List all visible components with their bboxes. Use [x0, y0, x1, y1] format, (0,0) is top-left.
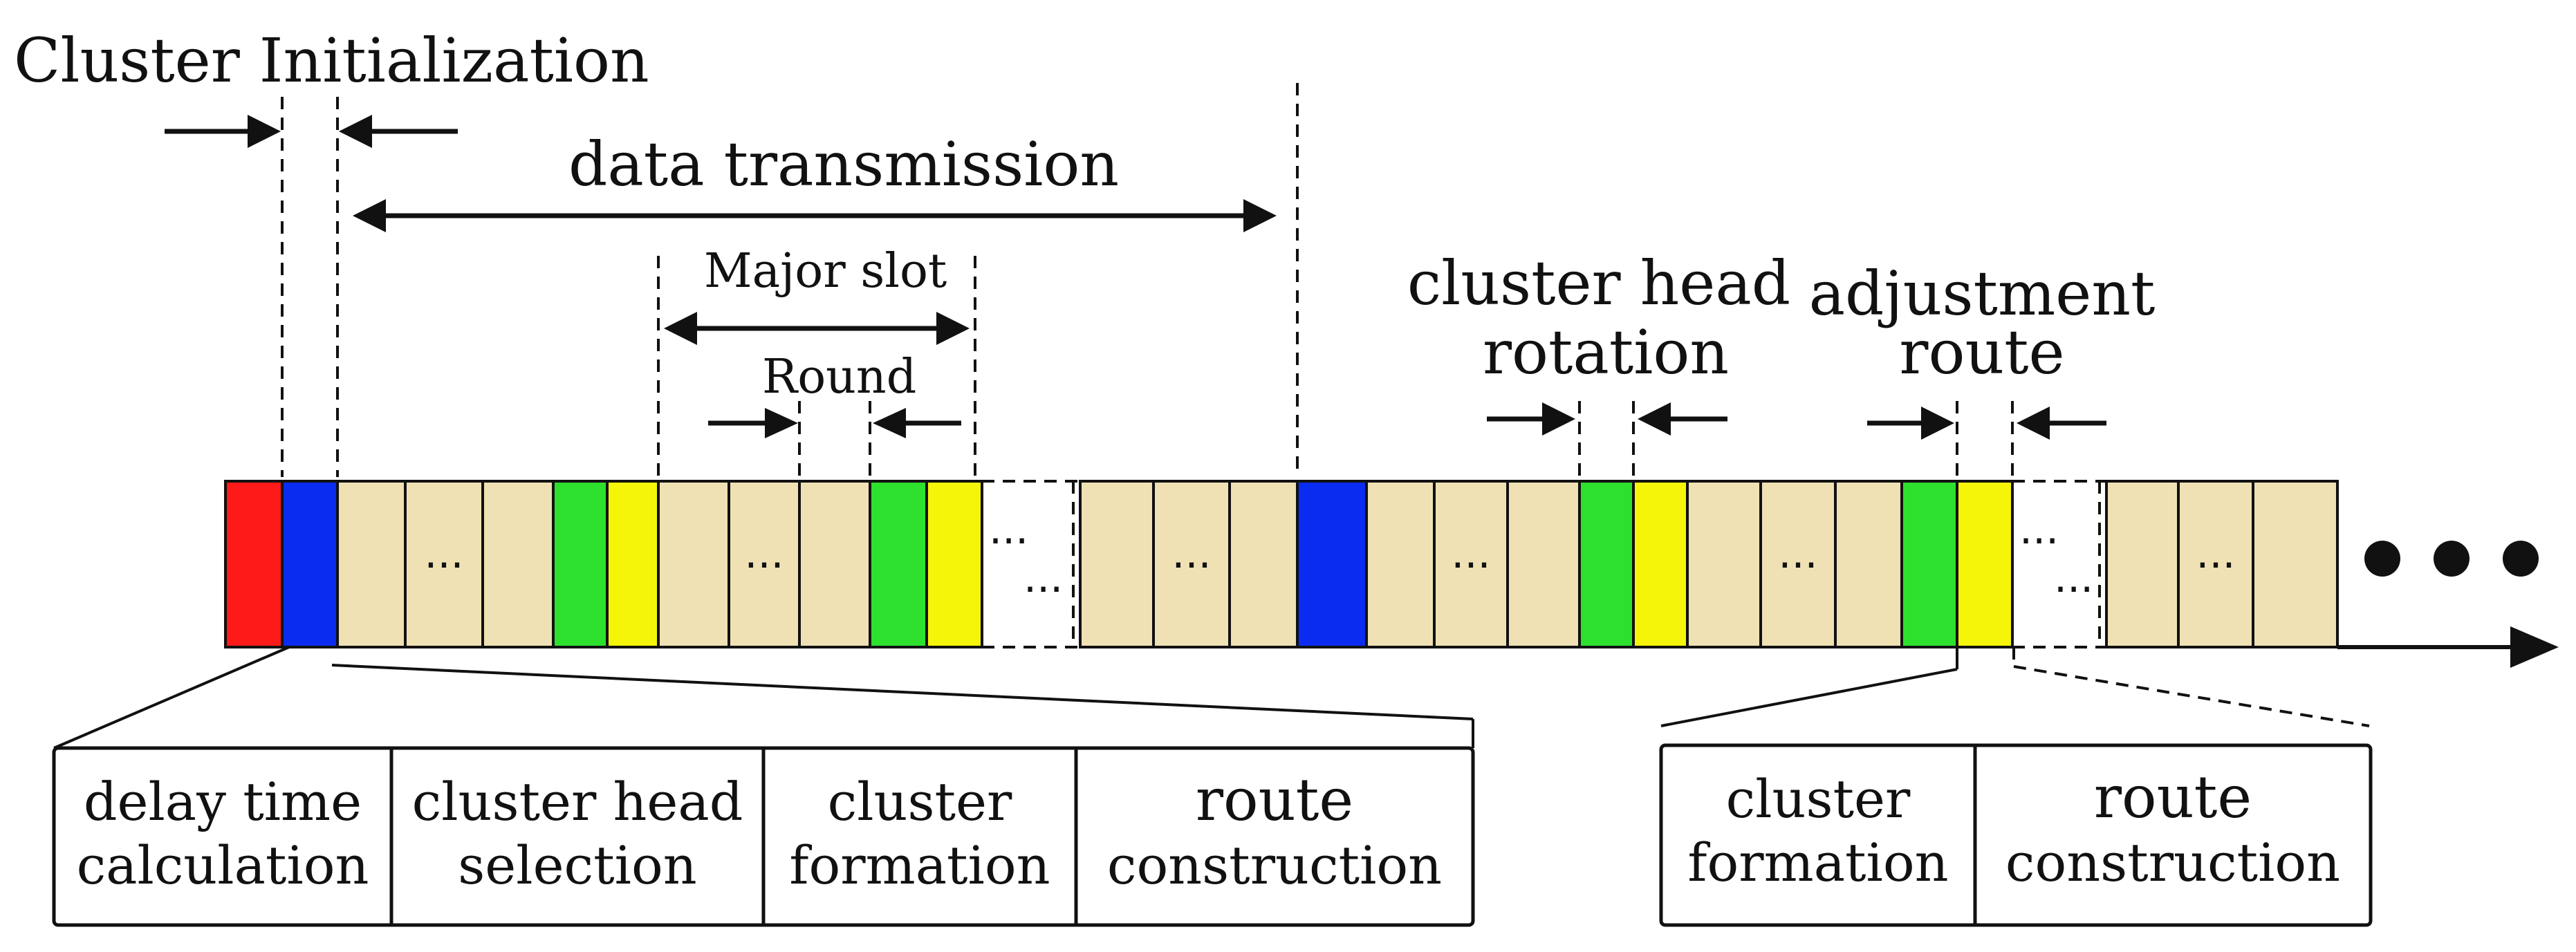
- timeline-slot-tan: [336, 480, 407, 648]
- cluster-init-right-arrow: [339, 115, 458, 148]
- cluster-head-rotation-label-2: rotation: [1483, 317, 1729, 388]
- cluster-head-rotation-label-1: cluster head: [1407, 248, 1790, 319]
- timeline-slot-tan: [1079, 480, 1155, 648]
- timeline-slot-tan: [481, 480, 555, 648]
- delay-time-calculation-cell-1: delay time: [84, 771, 362, 832]
- slot-ellipsis: ...: [424, 530, 463, 578]
- adjust-cluster-formation-cell-1: cluster: [1726, 768, 1911, 830]
- timeline-gap: ......: [2012, 480, 2106, 648]
- continuation-dots: [2364, 541, 2539, 577]
- zoom-line-left-a: [53, 646, 290, 749]
- adjustment-left-arrow: [1867, 407, 1954, 440]
- timeline-slot-green: [1578, 480, 1635, 648]
- round-right-arrow: [873, 408, 961, 438]
- timeline-slot-green: [869, 480, 928, 648]
- timeline-slot-blue: [1296, 480, 1368, 648]
- slot-ellipsis: ...: [2196, 530, 2235, 578]
- cluster-formation-cell-2: formation: [789, 834, 1050, 896]
- adjustment-route-label-1: adjustment: [1809, 258, 2156, 329]
- cluster-head-selection-cell-2: selection: [458, 834, 696, 896]
- slot-ellipsis: ...: [744, 530, 784, 578]
- timeline-slot-tan: [1834, 480, 1903, 648]
- timeline-slot-tan: [1759, 480, 1837, 648]
- zoom-line-left-b: [331, 664, 1474, 720]
- timeline-slot-tan: [1506, 480, 1581, 648]
- rotation-right-arrow: [1638, 402, 1727, 436]
- timeline-slot-blue: [281, 480, 339, 648]
- adjust-route-construction-cell-2: construction: [2005, 832, 2340, 893]
- major-slot-arrow: [664, 312, 970, 345]
- timeline-slot-tan: [2177, 480, 2254, 648]
- adjust-cluster-formation-cell-2: formation: [1687, 832, 1948, 893]
- timeline-slot-tan: [657, 480, 730, 648]
- route-construction-cell-1: route: [1196, 766, 1353, 834]
- slot-ellipsis: ...: [1451, 530, 1490, 578]
- slot-ellipsis: ...: [1171, 530, 1211, 578]
- timeline-slot-tan: [1152, 480, 1231, 648]
- gap-ellipsis-upper: ...: [2019, 505, 2059, 554]
- timeline-slot-tan: [798, 480, 871, 648]
- gap-ellipsis-lower: ...: [1023, 554, 1063, 602]
- gap-ellipsis-lower: ...: [2054, 554, 2093, 602]
- rotation-left-arrow: [1487, 402, 1575, 436]
- cluster-head-selection-cell-1: cluster head: [412, 771, 743, 832]
- timeline-slot-tan: [1365, 480, 1436, 648]
- timeline-bar: ..............................: [224, 480, 2339, 648]
- initialization-detail-table: delay time calculation cluster head sele…: [52, 746, 1475, 927]
- gap-ellipsis-upper: ...: [989, 505, 1028, 554]
- time-axis-arrow: [2337, 626, 2559, 668]
- data-transmission-label: data transmission: [568, 129, 1119, 200]
- data-transmission-arrow: [353, 199, 1277, 232]
- timeline-slot-yellow: [925, 480, 983, 648]
- timeline-slot-yellow: [1632, 480, 1689, 648]
- timeline-slot-tan: [1433, 480, 1509, 648]
- timeline-slot-tan: [1228, 480, 1299, 648]
- slot-ellipsis: ...: [1778, 530, 1817, 578]
- zoom-line-right-d: [2013, 665, 2370, 727]
- timeline-slot-green: [552, 480, 609, 648]
- cluster-initialization-label: Cluster Initialization: [14, 25, 649, 96]
- adjust-route-construction-cell-1: route: [2094, 763, 2252, 831]
- route-construction-cell-2: construction: [1107, 834, 1442, 896]
- cluster-formation-cell-1: cluster: [828, 771, 1012, 832]
- timeline-slot-tan: [2105, 480, 2180, 648]
- round-left-arrow: [708, 408, 798, 438]
- adjustment-detail-table: cluster formation route construction: [1659, 743, 2373, 927]
- timeline-slot-yellow: [606, 480, 660, 648]
- zoom-line-right-b: [1660, 668, 1958, 727]
- timeline-slot-tan: [1686, 480, 1762, 648]
- round-label: Round: [762, 350, 916, 404]
- timeline-gap: ......: [982, 480, 1080, 648]
- adjustment-right-arrow: [2017, 407, 2106, 440]
- delay-time-calculation-cell-2: calculation: [77, 834, 369, 896]
- cluster-init-left-arrow: [165, 115, 281, 148]
- major-slot-label: Major slot: [704, 244, 947, 299]
- adjustment-route-label-2: route: [1899, 317, 2064, 388]
- timeline-slot-green: [1900, 480, 1958, 648]
- timeline-slot-yellow: [1956, 480, 2014, 648]
- timeline-slot-red: [224, 480, 284, 648]
- timeline-slot-tan: [2252, 480, 2339, 648]
